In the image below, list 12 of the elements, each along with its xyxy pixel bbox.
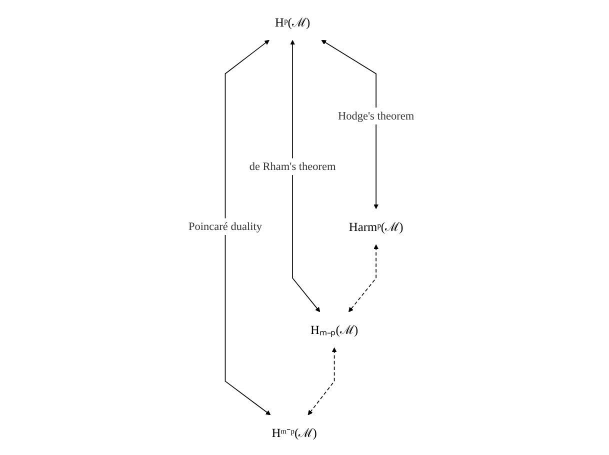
edge-label: Poincaré duality — [188, 220, 262, 233]
arrow — [290, 40, 320, 312]
arrow — [321, 40, 379, 210]
arrow — [348, 244, 379, 312]
edge-label: de Rham's theorem — [249, 160, 336, 173]
node-text: Hᵐ⁻ᵖ(ℳ) — [272, 426, 317, 440]
node-text: Harmᵖ(ℳ) — [349, 220, 404, 234]
edge-label: Hodge's theorem — [338, 110, 414, 122]
arrow — [225, 40, 271, 416]
node-text: Hᵖ(ℳ) — [275, 15, 310, 30]
arrow — [308, 347, 337, 416]
node-text: Hₘ₋ₚ(ℳ) — [310, 322, 358, 337]
